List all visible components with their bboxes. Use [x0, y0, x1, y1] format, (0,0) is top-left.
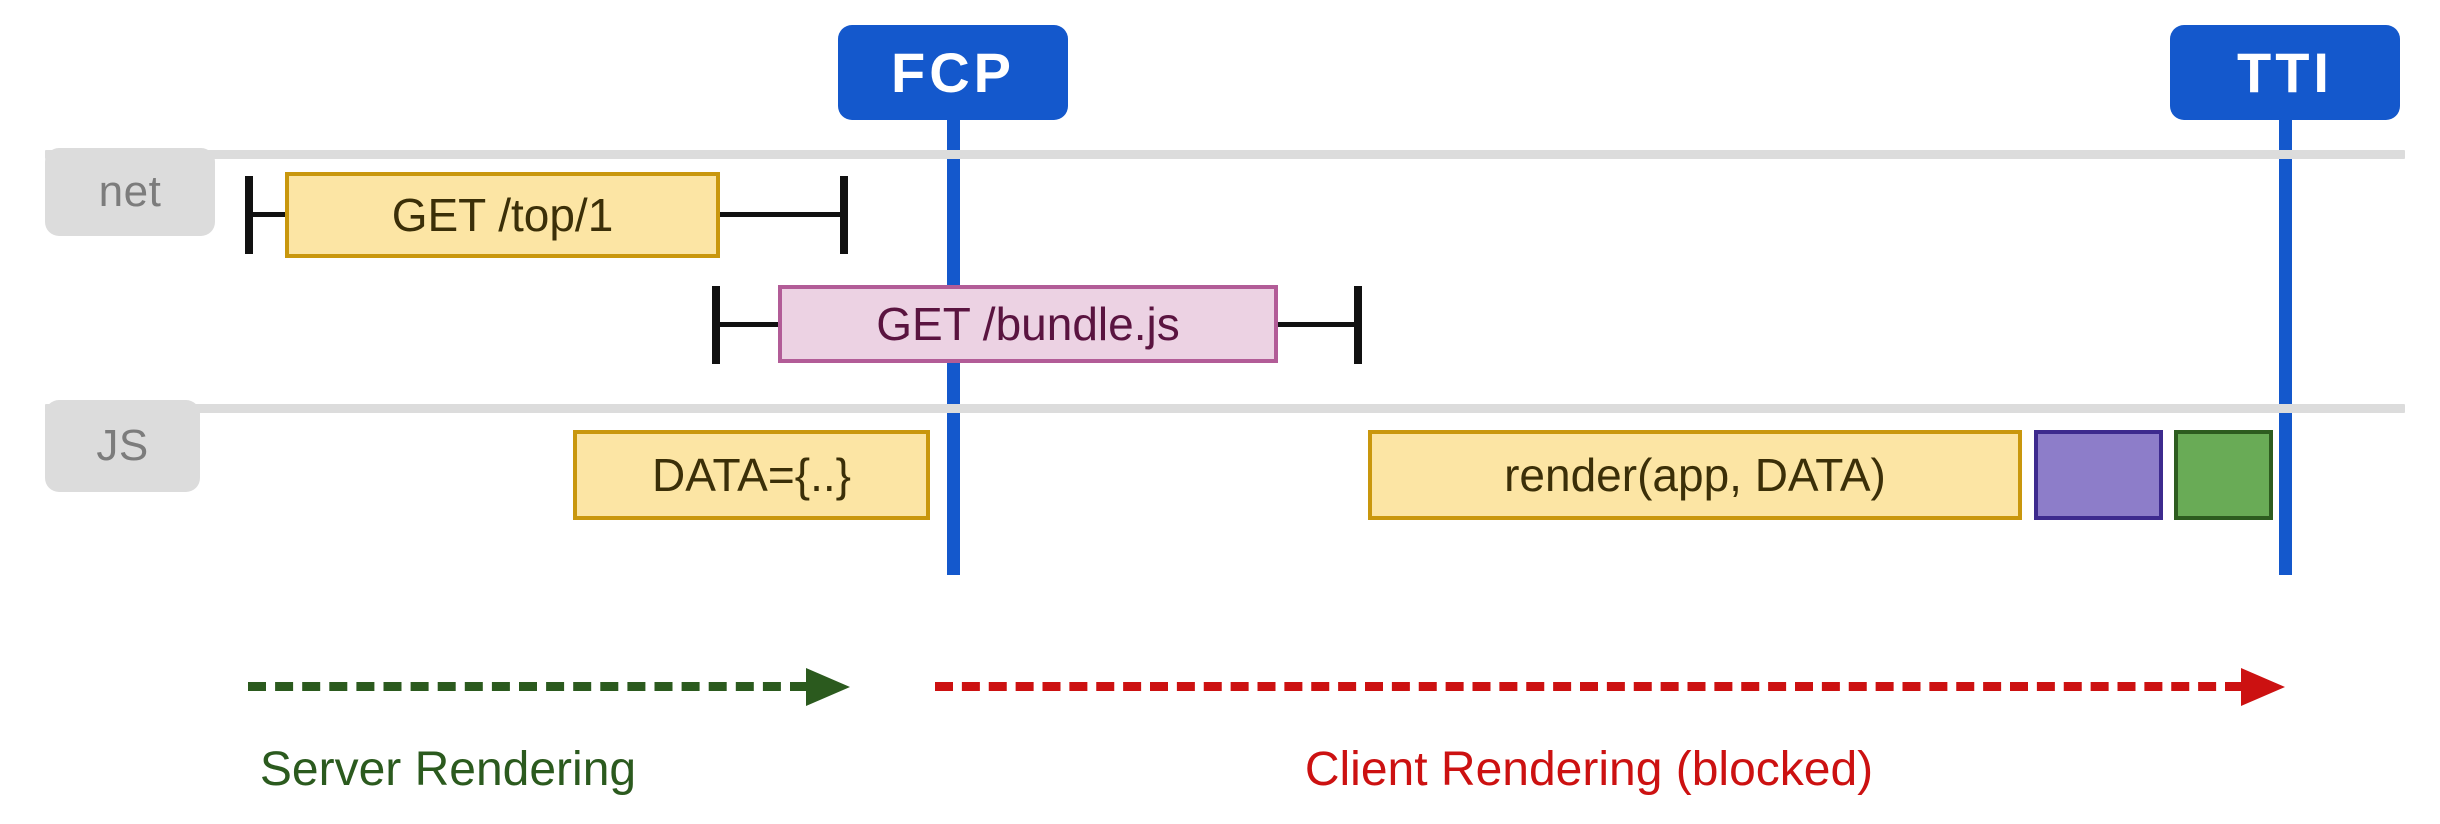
task-bar-render-app[interactable]: render(app, DATA)	[1368, 430, 2022, 520]
lane-label-net: net	[45, 148, 215, 236]
task-bar-get-bundle[interactable]: GET /bundle.js	[778, 285, 1278, 363]
net-track-line	[45, 150, 2405, 159]
task-bar-get-top-label: GET /top/1	[391, 189, 614, 241]
server-rendering-arrow-head	[806, 668, 850, 706]
lane-label-js: JS	[45, 400, 200, 492]
client-rendering-caption: Client Rendering (blocked)	[1304, 743, 1874, 796]
lane-label-net-text: net	[98, 167, 162, 216]
task-bar-render-app-label: render(app, DATA)	[1504, 449, 1886, 501]
server-rendering-caption: Server Rendering	[259, 743, 637, 796]
task-bar-data-assign-label: DATA={..}	[651, 449, 851, 501]
get-top-whisker-cap-right	[840, 176, 848, 254]
js-track-line	[45, 404, 2405, 413]
task-bar-get-bundle-label: GET /bundle.js	[876, 298, 1180, 350]
server-rendering-arrow-shaft	[248, 682, 808, 691]
task-bar-purple[interactable]	[2034, 430, 2163, 520]
get-bundle-whisker-cap-left	[712, 286, 720, 364]
task-bar-get-top[interactable]: GET /top/1	[285, 172, 720, 258]
client-rendering-arrow-head	[2241, 668, 2285, 706]
tti-marker-label: TTI	[2237, 41, 2333, 104]
fcp-marker-badge[interactable]: FCP	[838, 25, 1068, 120]
task-bar-data-assign[interactable]: DATA={..}	[573, 430, 930, 520]
client-rendering-arrow-shaft	[935, 682, 2243, 691]
tti-marker-line	[2279, 85, 2292, 575]
get-bundle-whisker-cap-right	[1354, 286, 1362, 364]
get-top-whisker-cap-left	[245, 176, 253, 254]
tti-marker-badge[interactable]: TTI	[2170, 25, 2400, 120]
fcp-marker-label: FCP	[891, 41, 1015, 104]
lane-label-js-text: JS	[96, 421, 149, 470]
task-bar-green[interactable]	[2174, 430, 2273, 520]
